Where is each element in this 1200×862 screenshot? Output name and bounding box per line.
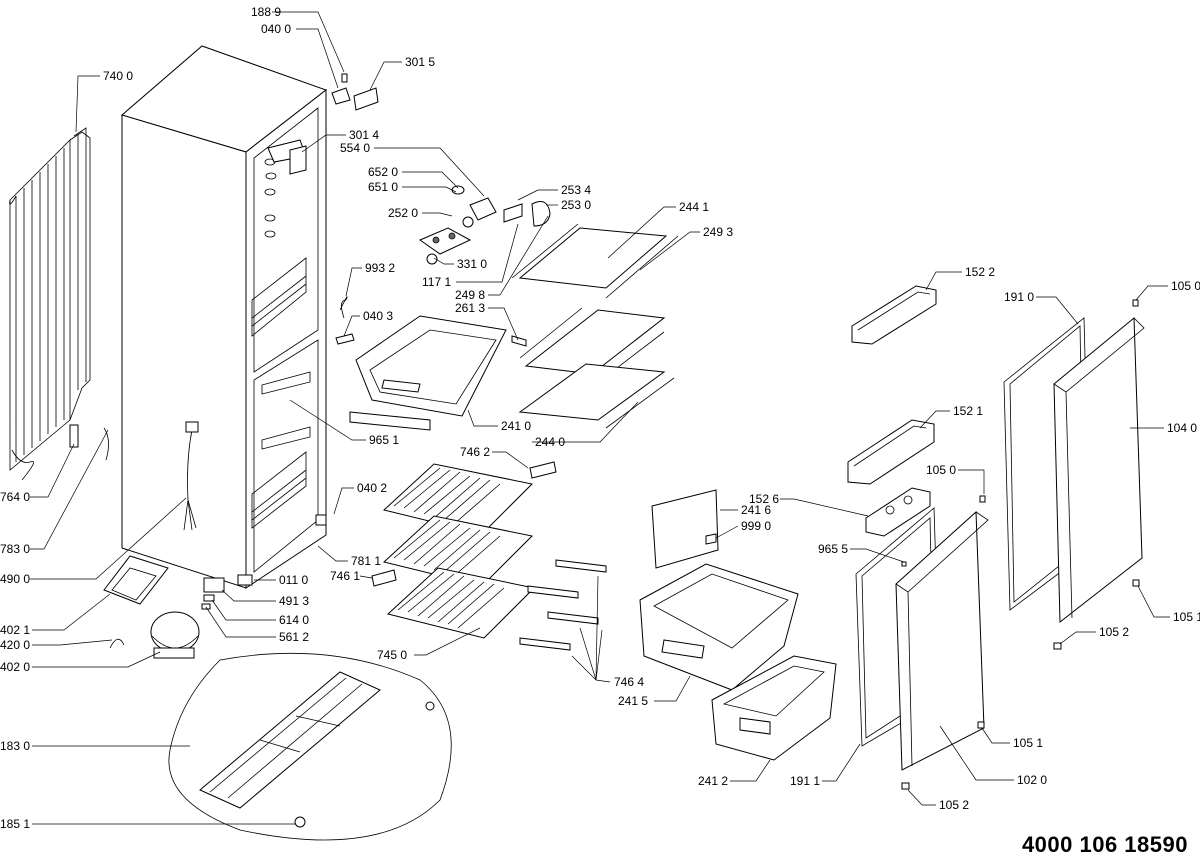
condenser [9, 127, 91, 481]
base-tray-group [168, 652, 452, 841]
label-241-5: 241 5 [618, 694, 648, 708]
glass-shelf-middle [519, 307, 666, 385]
glass-shelf-lower [518, 363, 675, 429]
label-965-5: 965 5 [818, 542, 848, 556]
label-040-3: 040 3 [363, 309, 393, 323]
door-bin-152-2 [851, 285, 937, 345]
label-040-2: 040 2 [357, 481, 387, 495]
label-105-1a: 105 1 [1173, 610, 1200, 624]
part-040-3 [335, 333, 355, 345]
pin-105-0a [1132, 299, 1139, 307]
shelf-rails [519, 559, 607, 651]
pin-105-1a [1132, 579, 1140, 587]
label-561-2: 561 2 [279, 630, 309, 644]
label-301-4: 301 4 [349, 128, 379, 142]
part-764 [69, 424, 79, 448]
part-993 [339, 296, 348, 319]
label-188-9: 188 9 [251, 5, 281, 19]
label-745-0: 745 0 [377, 648, 407, 662]
power-cable [183, 421, 199, 531]
label-420-0: 420 0 [0, 638, 30, 652]
label-402-1: 402 1 [0, 623, 30, 637]
part-999 [705, 533, 717, 545]
label-105-2a: 105 2 [1099, 625, 1129, 639]
label-191-0: 191 0 [1004, 290, 1034, 304]
label-249-8: 249 8 [455, 288, 485, 302]
label-104-0: 104 0 [1167, 421, 1197, 435]
cap-105-2a [1053, 642, 1062, 650]
label-011-0: 011 0 [279, 573, 308, 587]
label-999-0: 999 0 [741, 519, 771, 533]
label-402-0: 402 0 [0, 660, 30, 674]
label-993-2: 993 2 [365, 261, 395, 275]
pin-105-1b [977, 721, 985, 729]
label-105-0a: 105 0 [1171, 279, 1200, 293]
label-191-1: 191 1 [790, 774, 820, 788]
relay [203, 577, 225, 593]
label-040-0: 040 0 [261, 22, 291, 36]
label-241-2: 241 2 [698, 774, 728, 788]
label-764-0: 764 0 [0, 490, 30, 504]
label-740-0: 740 0 [103, 69, 133, 83]
label-117-1: 117 1 [422, 275, 451, 289]
label-105-2b: 105 2 [939, 798, 969, 812]
label-102-0: 102 0 [1017, 773, 1047, 787]
compressor [103, 555, 200, 659]
label-746-2: 746 2 [460, 445, 490, 459]
label-152-6: 152 6 [749, 492, 779, 506]
label-152-2: 152 2 [965, 265, 995, 279]
label-249-3: 249 3 [703, 225, 733, 239]
screw-965-5 [901, 561, 907, 567]
relay-small [203, 594, 215, 602]
door-bin-152-6 [865, 487, 931, 537]
label-244-0: 244 0 [535, 435, 565, 449]
door-upper [1053, 316, 1143, 624]
label-554-0: 554 0 [340, 141, 370, 155]
label-783-0: 783 0 [0, 542, 30, 556]
label-746-1: 746 1 [330, 569, 360, 583]
label-491-3: 491 3 [279, 594, 309, 608]
label-105-0b: 105 0 [926, 463, 956, 477]
cabinet [120, 45, 328, 589]
crisper-drawer [349, 315, 527, 431]
thermostat-assembly [418, 185, 551, 265]
label-652-0: 652 0 [368, 165, 398, 179]
freezer-drawer-small [711, 655, 837, 761]
label-614-0: 614 0 [279, 613, 309, 627]
drawer-front-panel [651, 489, 719, 569]
label-301-5: 301 5 [405, 55, 435, 69]
label-651-0: 651 0 [368, 180, 398, 194]
label-241-0: 241 0 [501, 419, 531, 433]
label-253-4: 253 4 [561, 183, 591, 197]
glass-shelf-upper [511, 223, 679, 299]
part-labels: 188 9 040 0 301 5 740 0 301 4 554 0 652 … [0, 5, 1200, 831]
label-490-0: 490 0 [0, 572, 30, 586]
label-253-0: 253 0 [561, 198, 591, 212]
label-185-1: 185 1 [0, 817, 30, 831]
label-331-0: 331 0 [457, 257, 487, 271]
label-183-0: 183 0 [0, 739, 30, 753]
label-781-1: 781 1 [351, 554, 381, 568]
freezer-baskets [371, 461, 557, 639]
leader-lines [30, 11, 1170, 825]
label-746-4: 746 4 [614, 675, 644, 689]
pin-105-0b [979, 495, 986, 503]
label-261-3: 261 3 [455, 301, 485, 315]
cap-105-2b [901, 782, 910, 790]
label-244-1: 244 1 [679, 200, 709, 214]
label-965-1: 965 1 [369, 433, 399, 447]
label-252-0: 252 0 [388, 206, 418, 220]
label-241-6: 241 6 [741, 503, 771, 517]
label-105-1b: 105 1 [1013, 736, 1043, 750]
relay-clip [201, 603, 211, 610]
document-number: 4000 106 18590 [1021, 832, 1188, 857]
door-bin-152-1 [847, 419, 935, 485]
top-hinge-parts [331, 73, 379, 111]
freezer-drawer-large [639, 563, 799, 691]
label-152-1: 152 1 [953, 404, 983, 418]
part-783-wire [103, 427, 109, 461]
